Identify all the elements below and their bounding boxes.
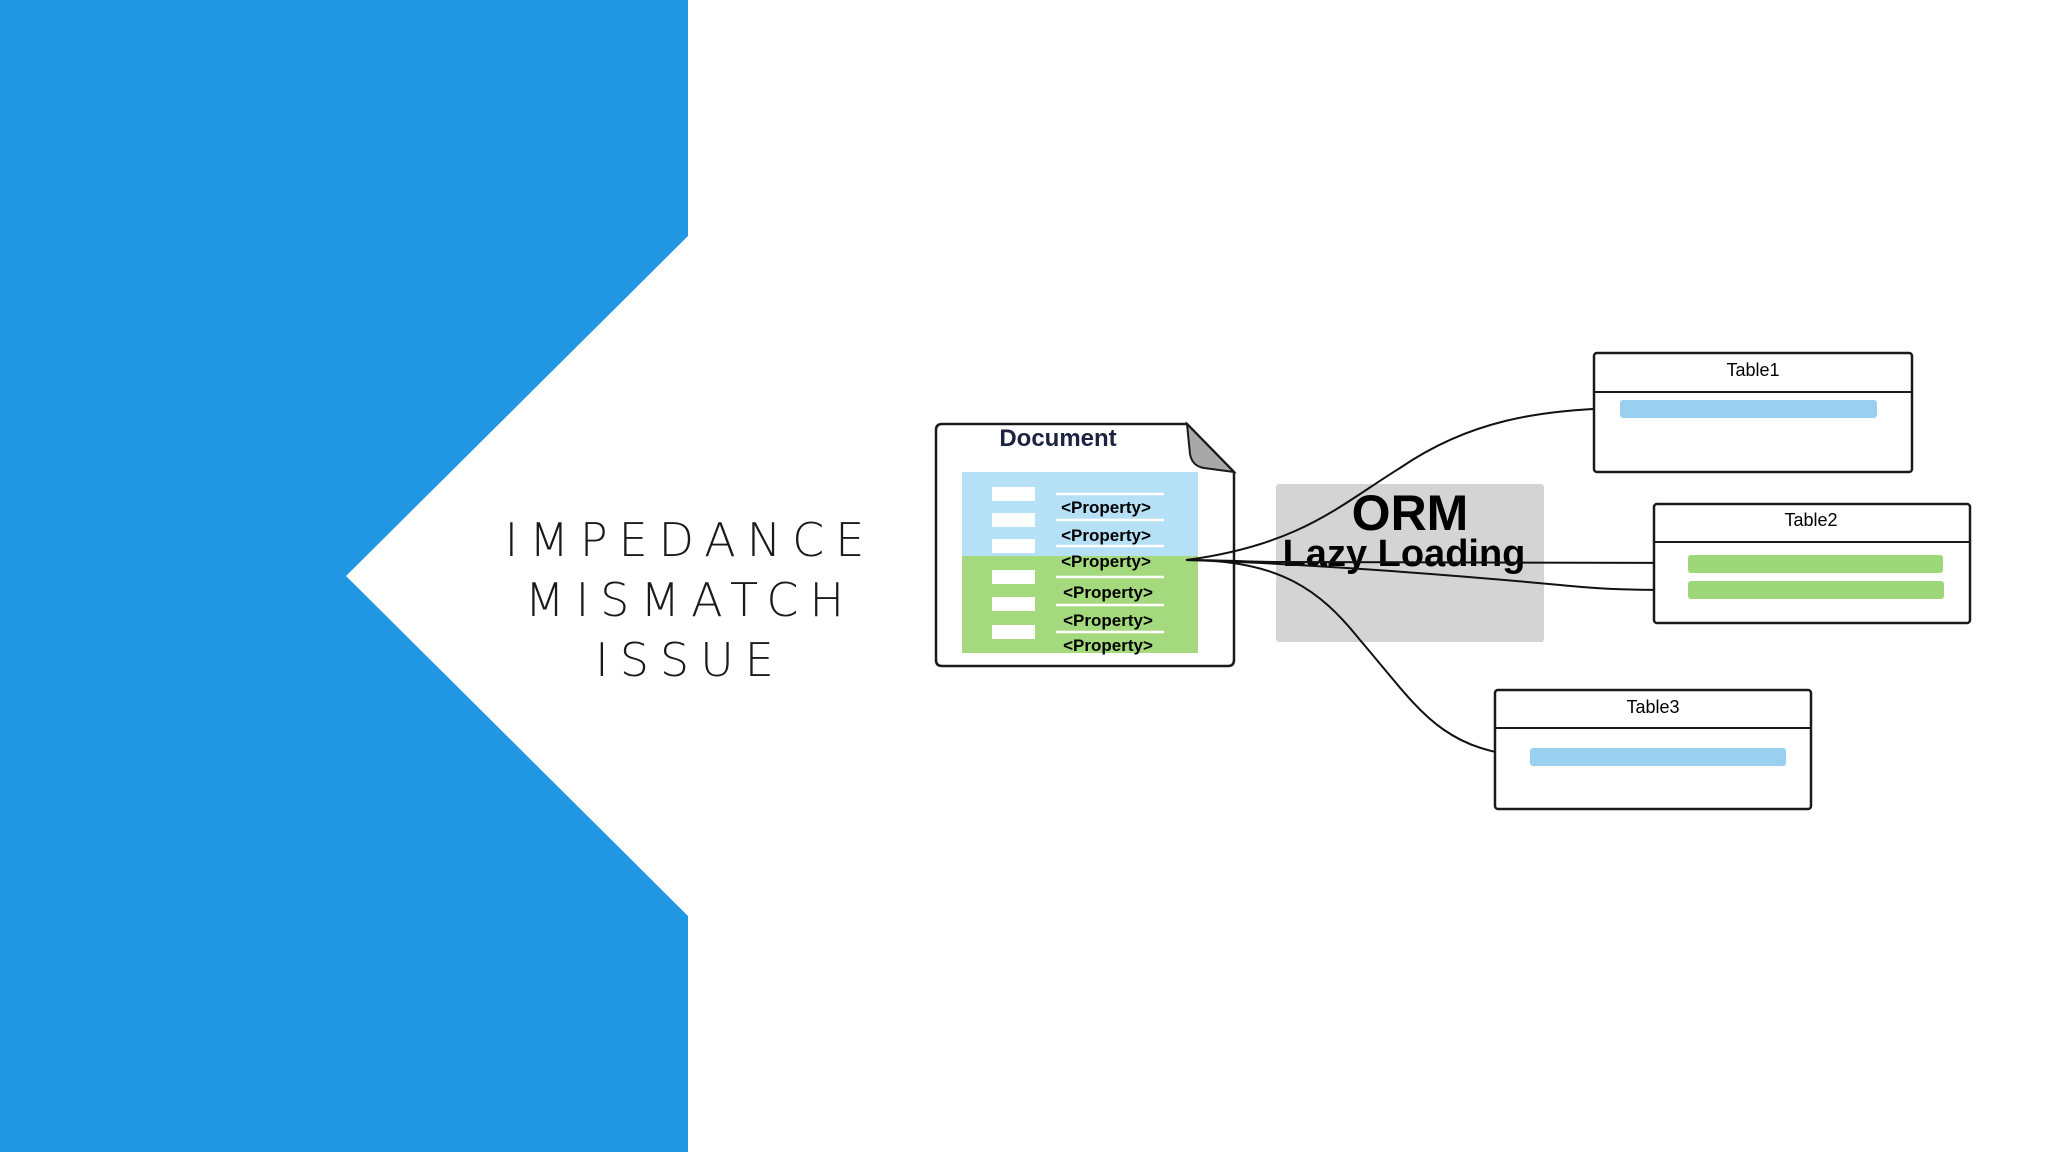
document-title: Document <box>999 425 1116 452</box>
orm-title: ORM <box>1352 485 1469 541</box>
table2-row <box>1688 581 1944 599</box>
table2-node: Table2 <box>1652 502 1972 625</box>
document-node: Document <Property> <Property> <Property… <box>934 421 1237 668</box>
property-label: <Property> <box>1063 636 1153 655</box>
table2-row <box>1688 555 1943 573</box>
property-label: <Property> <box>1063 611 1153 630</box>
field-box <box>992 625 1035 639</box>
orm-subtitle: Lazy Loading <box>1283 533 1526 575</box>
table3-title: Table3 <box>1626 697 1679 717</box>
property-label: <Property> <box>1061 552 1151 571</box>
property-label: <Property> <box>1061 526 1151 545</box>
field-box <box>992 487 1035 501</box>
table2-title: Table2 <box>1784 510 1837 530</box>
property-label: <Property> <box>1061 498 1151 517</box>
slide-title-line-3: ISSUE <box>595 633 785 687</box>
arrow-to-table3 <box>1185 559 1531 762</box>
field-box <box>992 513 1035 527</box>
orm-node: ORM Lazy Loading <box>1276 484 1544 642</box>
field-box <box>992 570 1035 584</box>
slide-title: IMPEDANCE MISMATCH ISSUE <box>420 510 960 690</box>
field-box <box>992 597 1035 611</box>
slide-title-line-2: MISMATCH <box>524 573 856 627</box>
property-label: <Property> <box>1063 583 1153 602</box>
arrow-to-table2-row2 <box>1185 559 1689 595</box>
arrow-to-table1 <box>1185 403 1621 561</box>
field-box <box>992 539 1035 553</box>
document-folded-corner-icon <box>1185 421 1237 474</box>
connector-arrows <box>1185 403 1689 762</box>
table1-row <box>1620 400 1877 418</box>
table1-node: Table1 <box>1592 351 1914 474</box>
slide-title-line-1: IMPEDANCE <box>504 513 876 567</box>
table3-node: Table3 <box>1493 688 1813 811</box>
table1-title: Table1 <box>1726 360 1779 380</box>
table3-row <box>1530 748 1786 766</box>
blue-chevron-shape <box>0 0 688 1152</box>
